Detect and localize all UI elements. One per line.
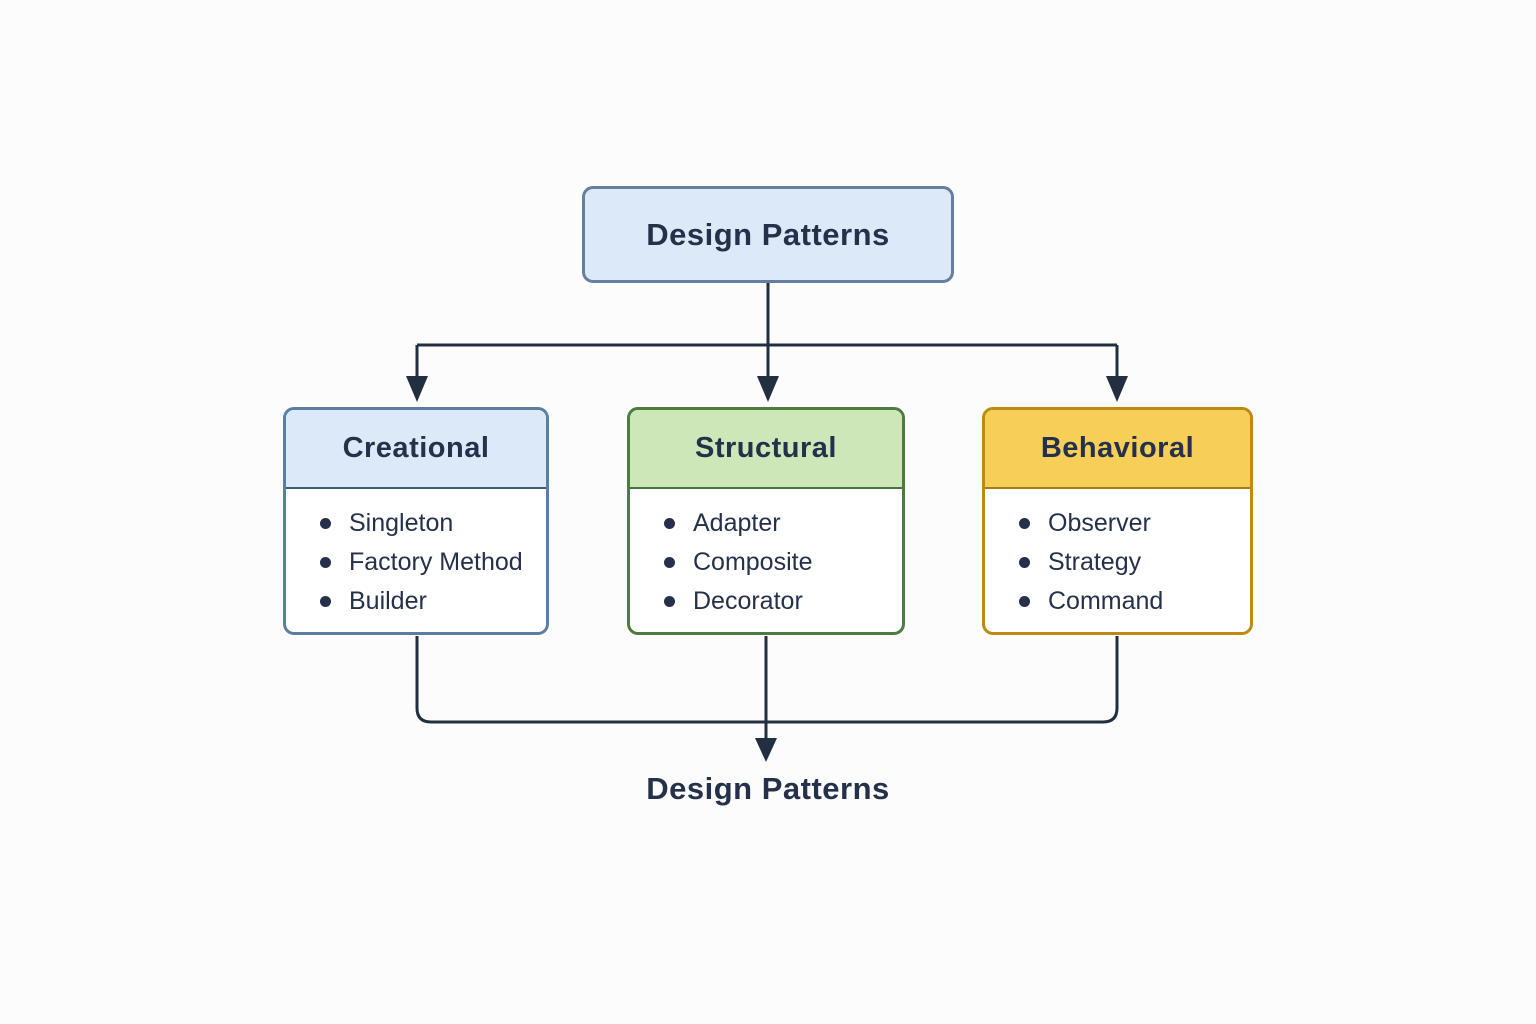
pattern-label: Singleton — [349, 509, 454, 537]
arrowhead-footer-icon — [755, 738, 777, 762]
arrowhead-structural-icon — [757, 376, 779, 402]
arrowhead-creational-icon — [406, 376, 428, 402]
footer-caption: Design Patterns — [646, 771, 890, 806]
list-item: Adapter — [664, 504, 902, 543]
list-item: Factory Method — [320, 543, 546, 582]
root-node-label: Design Patterns — [646, 216, 890, 252]
list-item: Builder — [320, 582, 546, 621]
bullet-icon — [320, 596, 331, 607]
list-item: Decorator — [664, 582, 902, 621]
list-item: Singleton — [320, 504, 546, 543]
category-title: Structural — [695, 432, 837, 464]
root-node-design-patterns: Design Patterns — [582, 186, 954, 283]
list-item: Command — [1019, 582, 1250, 621]
category-header-behavioral: Behavioral — [985, 410, 1250, 489]
pattern-label: Composite — [693, 548, 813, 576]
pattern-label: Builder — [349, 587, 427, 615]
pattern-label: Strategy — [1048, 548, 1142, 576]
bullet-icon — [664, 596, 675, 607]
bullet-icon — [664, 518, 675, 529]
category-header-structural: Structural — [630, 410, 902, 489]
category-header-creational: Creational — [286, 410, 546, 489]
pattern-label: Decorator — [693, 587, 803, 615]
pattern-label: Command — [1048, 587, 1164, 615]
bullet-icon — [1019, 596, 1030, 607]
category-title: Creational — [342, 432, 490, 464]
pattern-label: Adapter — [693, 509, 781, 537]
category-card-structural: Structural Adapter Composite Decorator — [627, 407, 905, 635]
arrowhead-behavioral-icon — [1106, 376, 1128, 402]
bullet-icon — [664, 557, 675, 568]
bullet-icon — [1019, 557, 1030, 568]
bullet-icon — [1019, 518, 1030, 529]
pattern-label: Observer — [1048, 509, 1151, 537]
list-item: Strategy — [1019, 543, 1250, 582]
bullet-icon — [320, 557, 331, 568]
bullet-icon — [320, 518, 331, 529]
pattern-list-creational: Singleton Factory Method Builder — [286, 489, 546, 621]
pattern-list-structural: Adapter Composite Decorator — [630, 489, 902, 621]
category-title: Behavioral — [1040, 432, 1195, 464]
list-item: Composite — [664, 543, 902, 582]
category-card-behavioral: Behavioral Observer Strategy Command — [982, 407, 1253, 635]
pattern-label: Factory Method — [349, 548, 523, 576]
list-item: Observer — [1019, 504, 1250, 543]
pattern-list-behavioral: Observer Strategy Command — [985, 489, 1250, 621]
category-card-creational: Creational Singleton Factory Method Buil… — [283, 407, 549, 635]
